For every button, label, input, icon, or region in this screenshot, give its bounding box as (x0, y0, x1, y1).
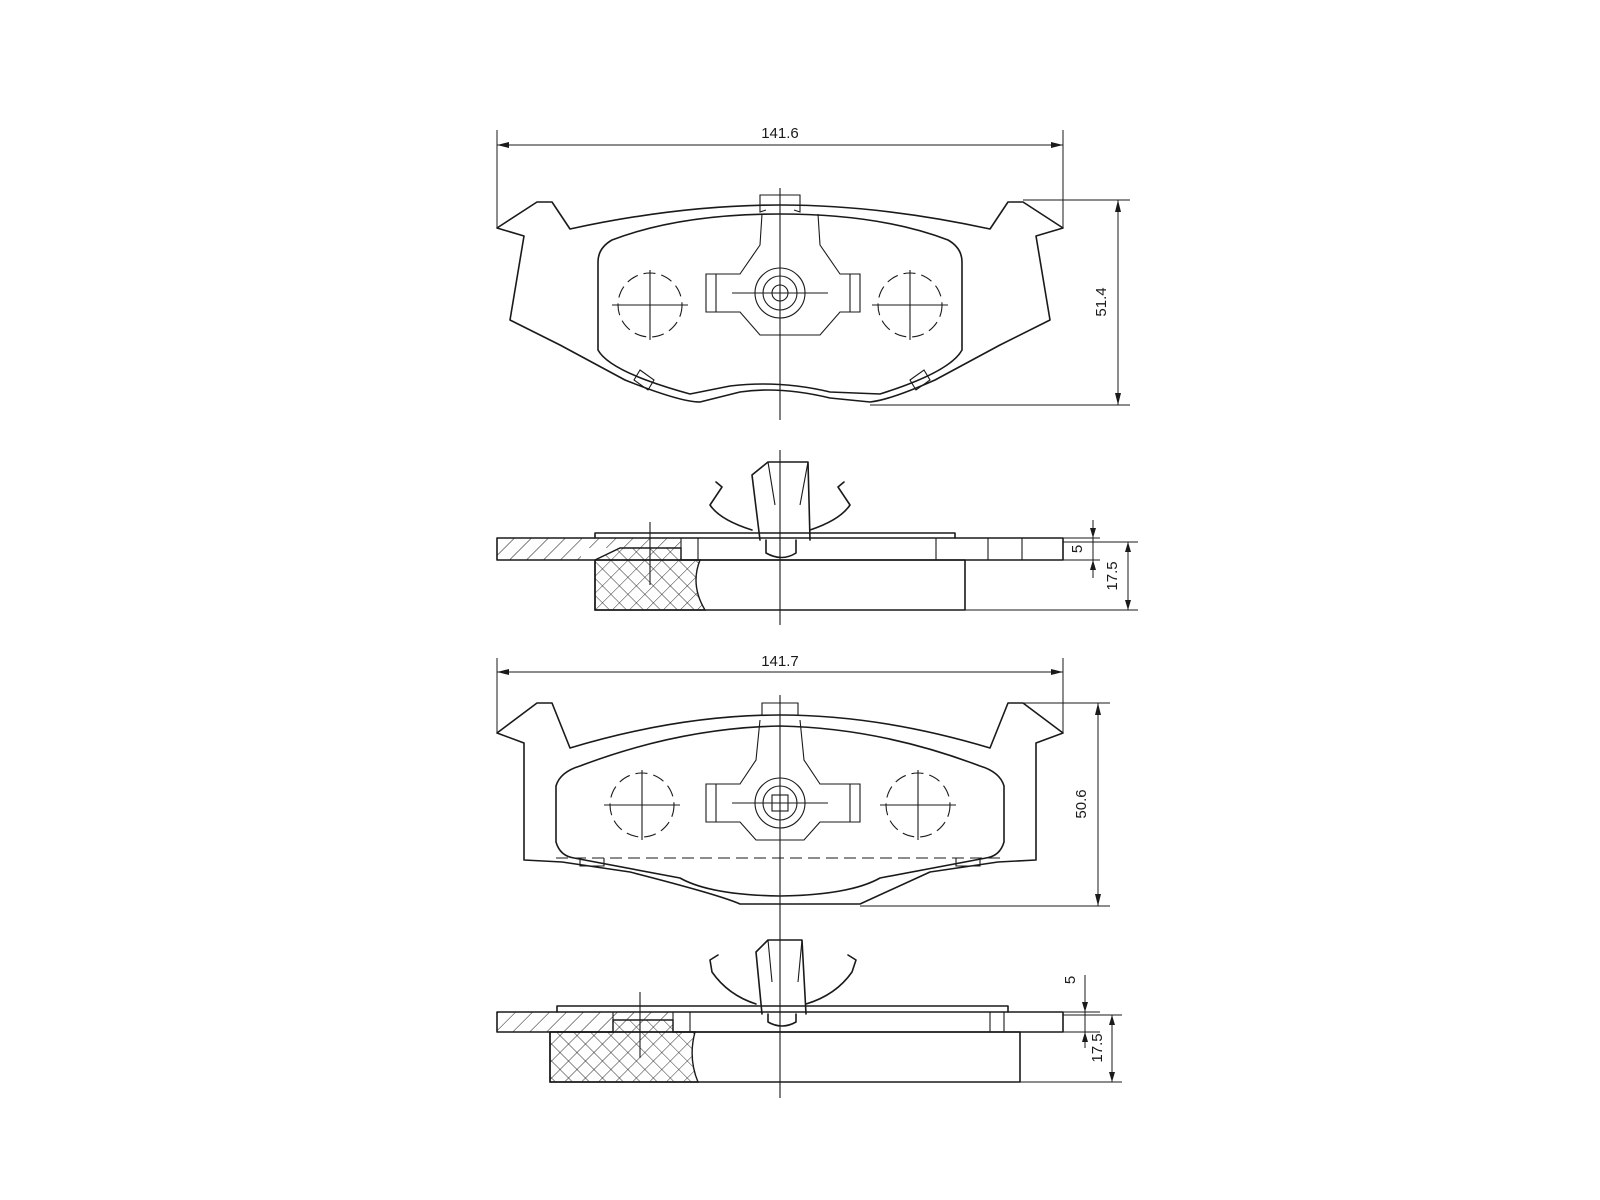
dimension-width-rear: 141.7 (496, 653, 1064, 733)
front-pad-face-view (496, 188, 1064, 420)
front-width-label: 141.6 (761, 125, 799, 142)
front-total-thickness-label: 17.5 (1104, 561, 1121, 590)
dimension-width-front: 141.6 (496, 125, 1064, 228)
rear-total-thickness-label: 17.5 (1089, 1033, 1106, 1062)
dimension-thickness-rear: 5 17.5 (1020, 975, 1122, 1083)
front-plate-thickness-label: 5 (1069, 545, 1086, 553)
rear-pad-side-view (496, 925, 1064, 1098)
dimension-thickness-front: 5 17.5 (965, 520, 1138, 611)
rear-pad-face-view (496, 695, 1064, 925)
rear-height-label: 50.6 (1073, 789, 1090, 818)
front-pad-side-view (496, 450, 1064, 625)
dimension-height-rear: 50.6 (860, 702, 1110, 907)
front-height-label: 51.4 (1093, 287, 1110, 316)
dimension-height-front: 51.4 (870, 199, 1130, 406)
rear-plate-thickness-label: 5 (1062, 976, 1079, 984)
rear-width-label: 141.7 (761, 653, 799, 670)
